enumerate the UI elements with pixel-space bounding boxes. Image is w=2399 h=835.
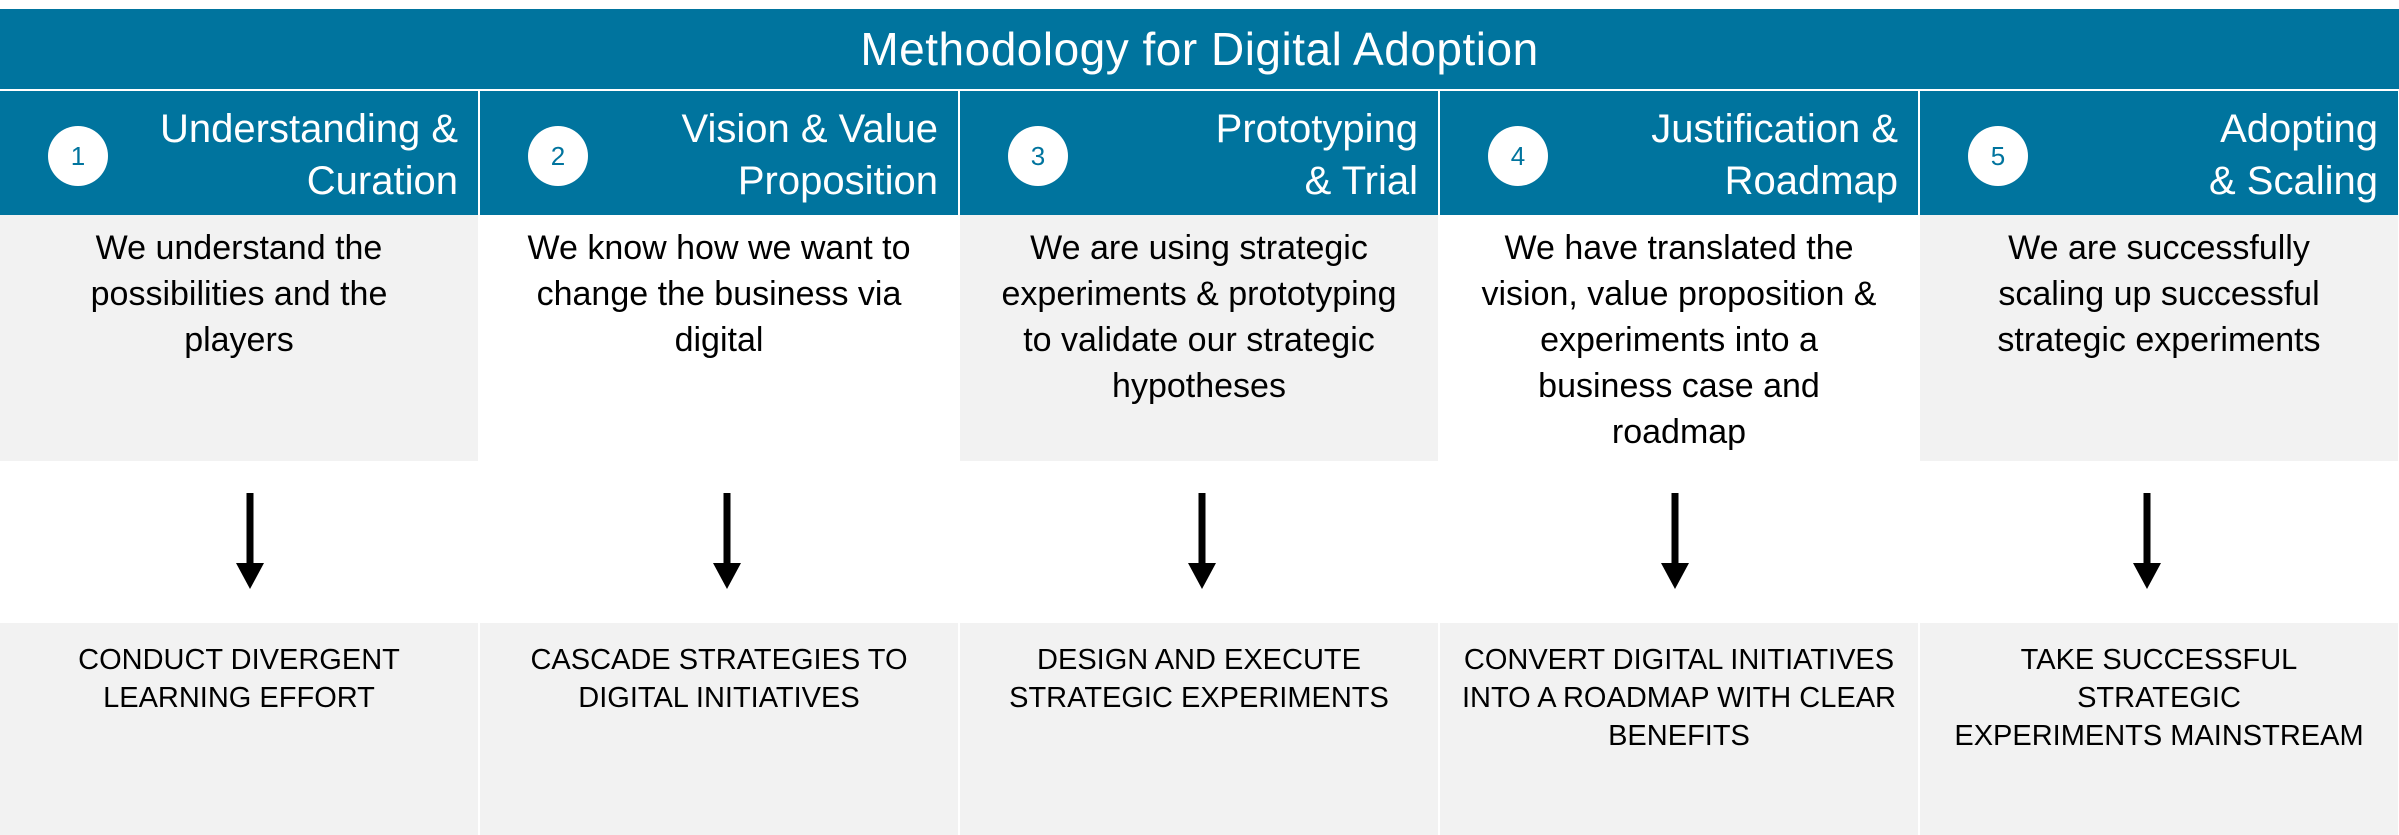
down-arrow-icon: [236, 493, 264, 589]
step-action: CASCADE STRATEGIES TO DIGITAL INITIATIVE…: [480, 623, 958, 835]
step-description: We are successfully scaling up successfu…: [1920, 215, 2398, 461]
methodology-steps: 1 Understanding & Curation We understand…: [0, 89, 2399, 835]
step-column-1: 1 Understanding & Curation We understand…: [0, 89, 478, 835]
step-description: We have translated the vision, value pro…: [1481, 229, 1877, 451]
step-number-badge: 4: [1488, 126, 1548, 186]
step-header: 1 Understanding & Curation: [0, 91, 478, 215]
step-number-badge: 2: [528, 126, 588, 186]
step-number-badge: 5: [1968, 126, 2028, 186]
step-title: Adopting & Scaling: [2209, 107, 2378, 203]
down-arrow-icon: [1661, 493, 1689, 589]
step-action: CONVERT DIGITAL INITIATIVES INTO A ROADM…: [1440, 623, 1918, 835]
step-title: Vision & Value Proposition: [681, 107, 938, 203]
step-description: We are using strategic experiments & pro…: [960, 215, 1438, 461]
step-column-5: 5 Adopting & Scaling We are successfully…: [1920, 89, 2398, 835]
step-header: 2 Vision & Value Proposition: [480, 91, 958, 215]
step-column-2: 2 Vision & Value Proposition We know how…: [480, 89, 958, 835]
step-title: Justification & Roadmap: [1651, 107, 1898, 203]
step-header: 3 Prototyping & Trial: [960, 91, 1438, 215]
step-action: CONDUCT DIVERGENT LEARNING EFFORT: [0, 623, 478, 835]
step-number-badge: 3: [1008, 126, 1068, 186]
step-action: TAKE SUCCESSFUL STRATEGIC EXPERIMENTS MA…: [1920, 623, 2398, 835]
step-column-4: 4 Justification & Roadmap We have transl…: [1440, 89, 1918, 835]
step-title: Understanding & Curation: [160, 107, 458, 203]
step-title: Prototyping & Trial: [1215, 107, 1418, 203]
down-arrow-icon: [2133, 493, 2161, 589]
step-column-3: 3 Prototyping & Trial We are using strat…: [960, 89, 1438, 835]
step-number-badge: 1: [48, 126, 108, 186]
down-arrow-icon: [713, 493, 741, 589]
step-header: 4 Justification & Roadmap: [1440, 91, 1918, 215]
step-header: 5 Adopting & Scaling: [1920, 91, 2398, 215]
diagram-title: Methodology for Digital Adoption: [0, 9, 2399, 89]
step-description: We understand the possibilities and the …: [0, 215, 478, 461]
step-action: DESIGN AND EXECUTE STRATEGIC EXPERIMENTS: [960, 623, 1438, 835]
down-arrow-icon: [1188, 493, 1216, 589]
step-description: We know how we want to change the busine…: [527, 229, 911, 359]
